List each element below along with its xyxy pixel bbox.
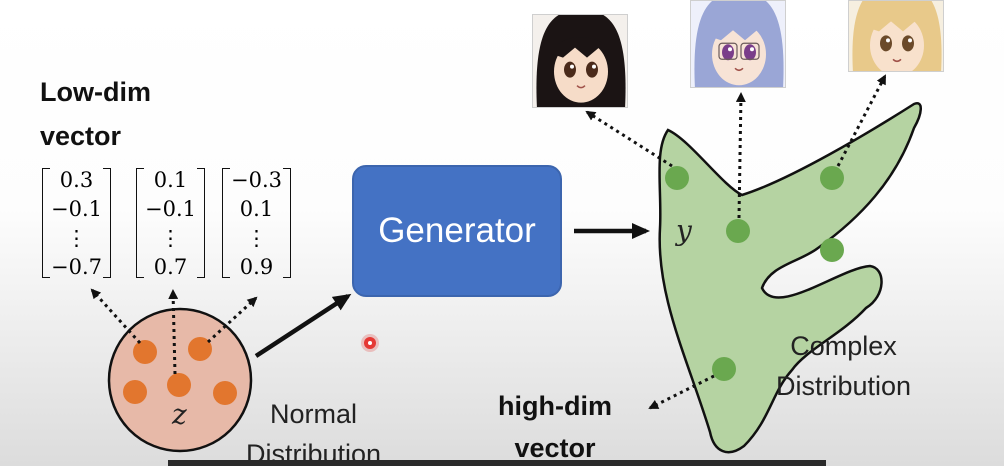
face-bangs	[551, 37, 611, 58]
normal-distribution-label: Normal Distribution	[246, 394, 381, 466]
vector-2: 0.1 −0.1 ⋮ 0.7	[136, 166, 205, 282]
low-dim-vector-title: Low-dim vector	[40, 70, 151, 158]
face-skin	[870, 14, 924, 71]
vector-cell: 0.1	[153, 168, 188, 192]
vector-cell: 0.7	[153, 255, 188, 279]
face-mouth	[892, 58, 902, 63]
complex-line1: Complex	[790, 331, 897, 361]
z-variable: z	[172, 398, 187, 431]
vector-cell: −0.1	[145, 197, 196, 221]
complex-distribution-label: Complex Distribution	[776, 326, 911, 406]
dot-to-image-arrow	[836, 74, 887, 167]
face-eye	[722, 44, 734, 61]
normal-sample-dot	[213, 381, 237, 405]
complex-sample-dot	[665, 166, 689, 190]
anime-image-3	[848, 0, 944, 72]
vector-1: 0.3 −0.1 ⋮ −0.7	[42, 166, 111, 282]
bracket-right	[103, 168, 111, 278]
bracket-right	[197, 168, 205, 278]
high-dim-line2: vector	[514, 433, 596, 463]
vector-cell: −0.3	[231, 168, 282, 192]
bracket-right	[283, 168, 291, 278]
bracket-left	[42, 168, 50, 278]
y-variable: y	[676, 214, 692, 247]
anime-face-illustration	[533, 15, 627, 107]
face-mouth	[734, 67, 744, 72]
normal-sample-dot	[188, 337, 212, 361]
dot-to-high-dim-arrow	[648, 374, 715, 410]
normal-line1: Normal	[270, 399, 358, 429]
anime-image-2	[690, 0, 786, 88]
face-glasses	[740, 42, 760, 60]
dot-to-image-arrow	[585, 110, 673, 168]
normal-sample-dot	[123, 380, 147, 404]
face-skin	[554, 40, 608, 103]
vector-cell: −0.1	[51, 197, 102, 221]
low-dim-line2: vector	[40, 121, 122, 151]
vector-cell: −0.7	[51, 255, 102, 279]
normal-to-generator-arrow	[254, 293, 352, 358]
face-eye	[564, 61, 576, 78]
vector-cell: 0.9	[239, 255, 274, 279]
face-mouth	[576, 85, 586, 89]
face-bangs	[867, 10, 927, 32]
complex-sample-dot	[820, 238, 844, 262]
high-dim-vector-label: high-dim vector	[498, 385, 612, 466]
vector-3: −0.3 0.1 ⋮ 0.9	[222, 166, 291, 282]
face-eye-highlight	[886, 38, 890, 43]
face-eye-highlight	[570, 64, 574, 69]
face-eye	[586, 61, 598, 78]
anime-face-illustration	[691, 1, 785, 87]
generator-box: Generator	[352, 165, 562, 297]
generator-label: Generator	[378, 211, 536, 250]
high-dim-line1: high-dim	[498, 391, 612, 421]
face-eye	[880, 35, 892, 52]
face-eye-highlight	[728, 47, 732, 52]
vector-cell: ⋮	[246, 226, 267, 250]
complex-line2: Distribution	[776, 371, 912, 401]
face-bangs	[709, 19, 769, 41]
normal-sample-dot	[167, 373, 191, 397]
face-eye-highlight	[592, 64, 596, 69]
anime-image-1	[532, 14, 628, 108]
vector-cell: 0.1	[239, 197, 274, 221]
face-eye-highlight	[750, 47, 754, 52]
bracket-left	[222, 168, 230, 278]
complex-sample-dot	[712, 357, 736, 381]
laser-pointer-icon	[364, 337, 376, 349]
bracket-left	[136, 168, 144, 278]
complex-sample-dot	[820, 166, 844, 190]
vector-cell: ⋮	[66, 226, 87, 250]
low-dim-line1: Low-dim	[40, 77, 151, 107]
normal-sample-dot	[133, 340, 157, 364]
face-eye	[902, 35, 914, 52]
vector-cell: 0.3	[59, 168, 94, 192]
sample-to-vector-arrow	[90, 288, 142, 345]
face-eye-highlight	[908, 38, 912, 43]
anime-face-illustration	[849, 1, 943, 71]
face-eye	[744, 44, 756, 61]
face-glasses	[718, 42, 738, 60]
face-skin	[712, 23, 766, 86]
video-caption-bar	[168, 460, 826, 466]
complex-sample-dot	[726, 219, 750, 243]
vector-cell: ⋮	[160, 226, 181, 250]
